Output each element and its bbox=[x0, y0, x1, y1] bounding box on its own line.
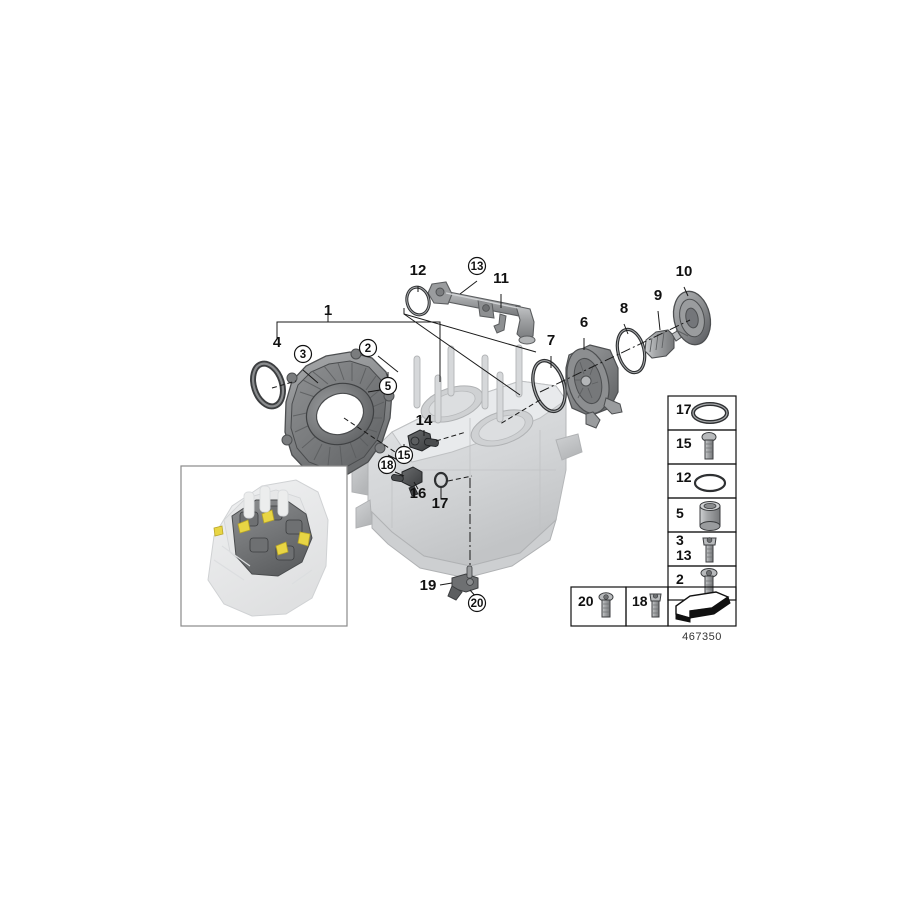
direction-arrow-icon bbox=[675, 591, 731, 623]
callout-label-3: 3 bbox=[300, 349, 306, 361]
legend-cell-direction bbox=[667, 586, 737, 627]
legend-bottom-row: 20 18 bbox=[570, 586, 737, 627]
callout-ring-5 bbox=[378, 376, 398, 396]
callout-label-13: 13 bbox=[471, 261, 484, 273]
part-11-coolant-rail bbox=[427, 281, 536, 345]
legend-right-column: 17 15 12 5 bbox=[667, 395, 737, 601]
engine-context-inset bbox=[180, 465, 348, 627]
callout-ring-20 bbox=[467, 593, 487, 613]
callout-10: 10 bbox=[676, 263, 693, 280]
inset-highlight-markers bbox=[213, 509, 311, 556]
part-6-vacuum-pump bbox=[565, 344, 623, 429]
callout-18: 18 bbox=[377, 455, 397, 475]
callout-14: 14 bbox=[416, 412, 433, 429]
callout-label-5: 5 bbox=[385, 381, 392, 393]
legend-number-3: 3 bbox=[676, 532, 684, 548]
callout-label-18: 18 bbox=[381, 460, 394, 472]
hex-bolt-short-icon bbox=[598, 592, 614, 618]
legend-number-20: 20 bbox=[578, 593, 594, 609]
callout-label-9: 9 bbox=[654, 287, 662, 304]
legend-number-18: 18 bbox=[632, 593, 648, 609]
callout-layer: 1 2 3 4 5 6 7 bbox=[273, 256, 693, 613]
callout-label-11: 11 bbox=[493, 270, 509, 287]
part-8-oring bbox=[615, 327, 647, 375]
oring-thick-icon bbox=[691, 402, 729, 424]
part-7-oring-large bbox=[531, 358, 567, 414]
part-16-sensor bbox=[390, 466, 423, 497]
callout-11: 11 bbox=[493, 270, 509, 287]
part-12-oring bbox=[405, 285, 431, 317]
callout-12: 12 bbox=[410, 262, 427, 279]
callout-label-1: 1 bbox=[324, 302, 332, 319]
socket-bolt-icon bbox=[702, 537, 717, 563]
socket-bolt-short-icon bbox=[649, 593, 662, 618]
engine-block-ghost bbox=[351, 344, 583, 579]
callout-label-6: 6 bbox=[580, 314, 588, 331]
callout-label-8: 8 bbox=[620, 300, 628, 317]
callout-5: 5 bbox=[378, 376, 398, 396]
part-4-shaft-seal bbox=[250, 360, 286, 410]
callout-16: 16 bbox=[410, 485, 427, 502]
legend-number-17: 17 bbox=[676, 401, 692, 417]
callout-label-20: 20 bbox=[471, 598, 484, 610]
callout-label-17: 17 bbox=[432, 495, 449, 512]
hex-bolt-icon bbox=[701, 432, 717, 460]
part-17-oring-small bbox=[433, 471, 449, 489]
part-19-bracket bbox=[447, 565, 479, 601]
legend-number-15: 15 bbox=[676, 435, 692, 451]
callout-ring-3 bbox=[293, 344, 313, 364]
callout-7: 7 bbox=[547, 332, 555, 349]
legend-number-12: 12 bbox=[676, 469, 692, 485]
callout-label-16: 16 bbox=[410, 485, 427, 502]
callout-ring-2 bbox=[358, 338, 378, 358]
callout-17: 17 bbox=[432, 495, 449, 512]
part-1-cover-assembly bbox=[281, 348, 395, 481]
callout-2: 2 bbox=[358, 338, 378, 358]
callout-20: 20 bbox=[467, 593, 487, 613]
callout-label-7: 7 bbox=[547, 332, 555, 349]
callout-ring-18 bbox=[377, 455, 397, 475]
flange-bolt-icon bbox=[700, 568, 718, 596]
callout-label-12: 12 bbox=[410, 262, 427, 279]
callout-ring-13 bbox=[467, 256, 487, 276]
callout-label-15: 15 bbox=[398, 450, 411, 462]
callout-3: 3 bbox=[293, 344, 313, 364]
callout-13: 13 bbox=[467, 256, 487, 276]
callout-label-10: 10 bbox=[676, 263, 693, 280]
callout-label-19: 19 bbox=[420, 577, 437, 594]
part-14-sensor bbox=[407, 429, 439, 452]
legend-number-5: 5 bbox=[676, 505, 684, 521]
callout-4: 4 bbox=[273, 334, 282, 351]
callout-6: 6 bbox=[580, 314, 588, 331]
oring-thin-icon bbox=[693, 473, 727, 493]
bushing-icon bbox=[699, 501, 721, 531]
callout-19: 19 bbox=[420, 577, 437, 594]
legend-number-2: 2 bbox=[676, 571, 684, 587]
diagram-id-number: 467350 bbox=[682, 631, 722, 643]
callout-ring-15 bbox=[394, 445, 414, 465]
callout-1: 1 bbox=[324, 302, 332, 319]
callout-15: 15 bbox=[394, 445, 414, 465]
callout-8: 8 bbox=[620, 300, 628, 317]
callout-label-14: 14 bbox=[416, 412, 433, 429]
callout-label-4: 4 bbox=[273, 334, 282, 351]
callout-label-2: 2 bbox=[365, 343, 371, 355]
part-10-pulley bbox=[672, 290, 712, 346]
legend-number-13: 13 bbox=[676, 547, 692, 563]
callout-9: 9 bbox=[654, 287, 662, 304]
